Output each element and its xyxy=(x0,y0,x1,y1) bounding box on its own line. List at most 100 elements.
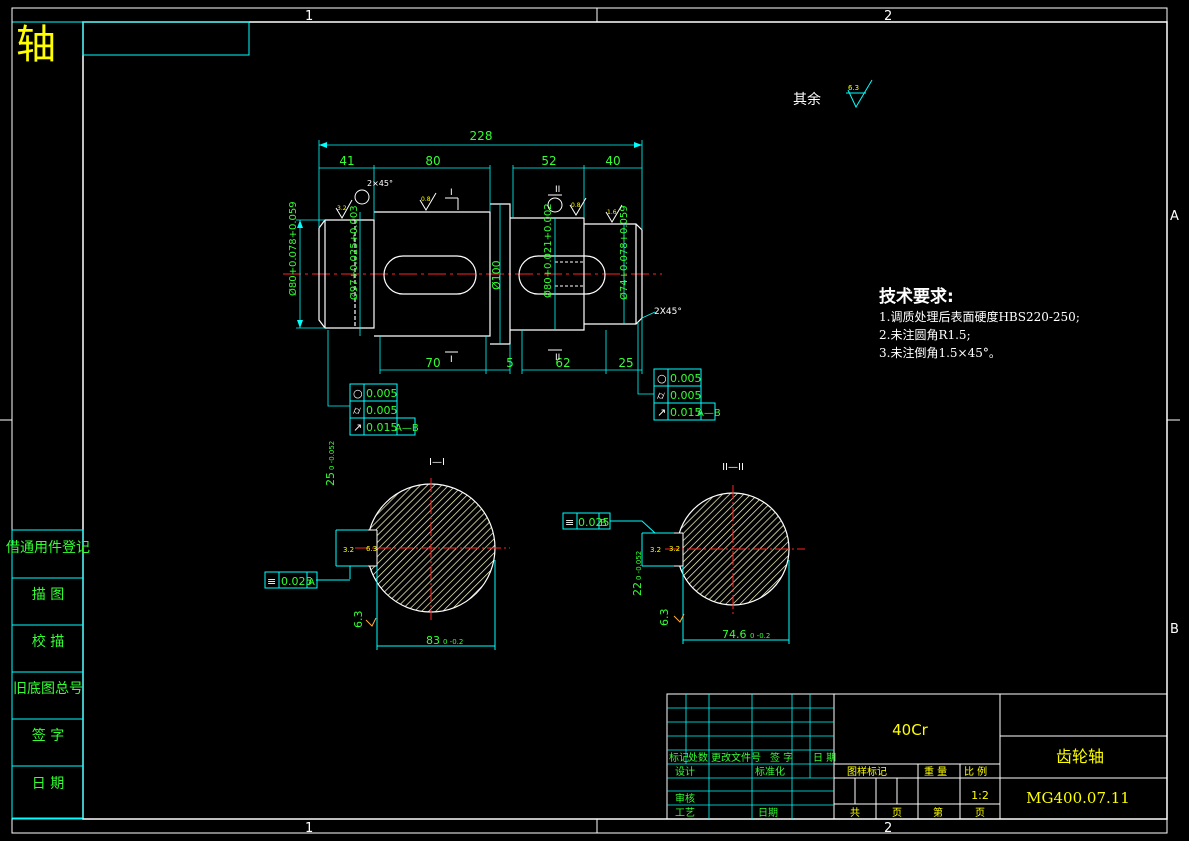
rough-4: 1.6 xyxy=(607,209,617,216)
section-1-depth: 83 xyxy=(426,634,440,647)
label-review: 审核 xyxy=(675,792,695,805)
tolerance-frame-right xyxy=(653,368,716,421)
section-mark-2-bottom: II xyxy=(555,353,560,363)
zone-top-1: 1 xyxy=(305,9,313,24)
side-item-register: 借通用件登记 xyxy=(6,540,90,556)
tol-left-val-2: 0.005 xyxy=(366,404,398,417)
tol-right-ref: A—B xyxy=(697,408,721,419)
tol-right-val-3: 0.015 xyxy=(670,406,702,419)
zone-top-2: 2 xyxy=(884,9,892,24)
material: 40Cr xyxy=(892,721,929,739)
tol-right-sym-1: ○ xyxy=(657,372,667,385)
part-name: 齿轮轴 xyxy=(1056,747,1104,766)
section-2-rough-c: 6.3 xyxy=(658,609,671,627)
dim-5: 5 xyxy=(506,356,514,370)
tolerance-frame-left xyxy=(349,383,416,436)
section-mark-2-top: II xyxy=(555,185,560,195)
section-2-width: 22 xyxy=(631,582,644,596)
section-2-label: II—II xyxy=(722,462,744,473)
hdr-change-doc: 更改文件号 xyxy=(711,751,761,764)
sheet-no-unit: 页 xyxy=(975,807,985,819)
section-1-rough-b: 6.3 xyxy=(352,611,365,629)
tol-left-ref: A—B xyxy=(395,423,419,434)
dia-74: Ø74+0.078+0.059 xyxy=(618,205,630,300)
hdr-sign: 签 字 xyxy=(770,751,793,764)
section-1-sym-tol-ref: A xyxy=(308,577,315,588)
side-item-date: 日 期 xyxy=(32,776,64,792)
section-2-sym-tol-val: 0.025 xyxy=(578,516,610,529)
tech-note-2: 2.未注圆角R1.5; xyxy=(879,327,971,342)
dia-97: Ø97+0.025+0.003 xyxy=(348,205,360,300)
dim-228: 228 xyxy=(470,129,493,143)
datum-a-icon xyxy=(354,189,370,205)
outer-frame xyxy=(11,21,1168,820)
dia-100: Ø100 xyxy=(490,260,503,290)
title-block-grid xyxy=(667,694,834,819)
rough-3: 0.8 xyxy=(571,202,581,209)
dim-52: 52 xyxy=(541,154,556,168)
drawing-number: MG400.07.11 xyxy=(1026,789,1130,807)
dia-80-left: Ø80+0.078+0.059 xyxy=(287,201,299,296)
section-1-depth-tol: 0 -0.2 xyxy=(443,638,463,646)
zone-right-b: B xyxy=(1170,622,1179,637)
sheet-no-label: 第 xyxy=(933,806,943,819)
shaft-main-view: 228 41 80 52 40 70 5 62 25 2×45° 2X45° Ø… xyxy=(283,129,682,407)
section-2-sym-tol-ref: B xyxy=(600,518,607,529)
hdr-date: 日 期 xyxy=(813,752,836,764)
section-1-width: 25 xyxy=(324,472,337,486)
hdr-mark: 标记 xyxy=(669,752,689,764)
zone-bottom-2: 2 xyxy=(884,821,892,836)
scale-header: 比 例 xyxy=(964,765,987,778)
section-2-depth: 74.6 xyxy=(722,628,747,641)
side-panel xyxy=(11,529,84,819)
dim-70: 70 xyxy=(425,356,440,370)
dim-40: 40 xyxy=(605,154,620,168)
tol-left-sym-2: ⌭ xyxy=(353,404,361,417)
tol-right-val-1: 0.005 xyxy=(670,372,702,385)
surface-rest-icon xyxy=(847,79,873,109)
zone-bottom-1: 1 xyxy=(305,821,313,836)
surface-rest-value: 6.3 xyxy=(848,84,859,92)
label-design: 设计 xyxy=(675,765,695,778)
tech-title: 技术要求: xyxy=(879,286,954,307)
sheet-total-label: 共 xyxy=(850,807,860,819)
scale-value: 1:2 xyxy=(971,789,989,802)
section-1-width-tol: 0 -0.052 xyxy=(328,441,336,470)
tol-left-sym-1: ○ xyxy=(353,387,363,400)
title-block xyxy=(666,693,1168,820)
chamfer-left: 2×45° xyxy=(367,179,393,188)
border-frame xyxy=(11,7,1168,834)
section-1-sym-tol-sym: ≡ xyxy=(267,575,276,588)
weight-header: 重 量 xyxy=(924,765,947,778)
tol-left-val-3: 0.015 xyxy=(366,421,398,434)
datum-b-icon xyxy=(547,197,563,213)
inner-frame xyxy=(82,21,1168,820)
tol-right-sym-3: ↗ xyxy=(657,406,666,419)
side-item-sign: 签 字 xyxy=(32,727,64,744)
section-1-rough-a: 3.2 xyxy=(343,546,354,554)
dim-80: 80 xyxy=(425,154,440,168)
section-1-rough-c: 6.3 xyxy=(366,545,377,553)
label-standard: 标准化 xyxy=(755,765,785,778)
section-2-depth-tol: 0 -0.2 xyxy=(750,632,770,640)
zone-right-a: A xyxy=(1170,209,1179,224)
sheet-total-unit: 页 xyxy=(892,807,902,819)
section-2-sym-tol-sym: ≡ xyxy=(565,516,574,529)
dim-25: 25 xyxy=(618,356,633,370)
tol-right-val-2: 0.005 xyxy=(670,389,702,402)
dim-41: 41 xyxy=(339,154,354,168)
section-2-rough-b: 3.2 xyxy=(669,545,680,553)
tech-note-1: 1.调质处理后表面硬度HBS220-250; xyxy=(879,309,1080,324)
side-item-old-no: 旧底图总号 xyxy=(13,681,83,697)
stage-header: 图样标记 xyxy=(847,765,887,778)
rough-2: 0.8 xyxy=(421,196,431,203)
dim-62: 62 xyxy=(555,356,570,370)
label-process: 工艺 xyxy=(675,807,695,819)
section-1-sym-tol-val: 0.025 xyxy=(281,575,313,588)
rough-1: 3.2 xyxy=(337,205,347,212)
section-2-rough-a: 3.2 xyxy=(650,546,661,554)
section-2-width-tol: 0 -0.052 xyxy=(635,551,643,580)
tol-left-val-1: 0.005 xyxy=(366,387,398,400)
tol-right-sym-2: ⌭ xyxy=(657,389,665,402)
section-mark-1-bottom: I xyxy=(450,355,453,365)
